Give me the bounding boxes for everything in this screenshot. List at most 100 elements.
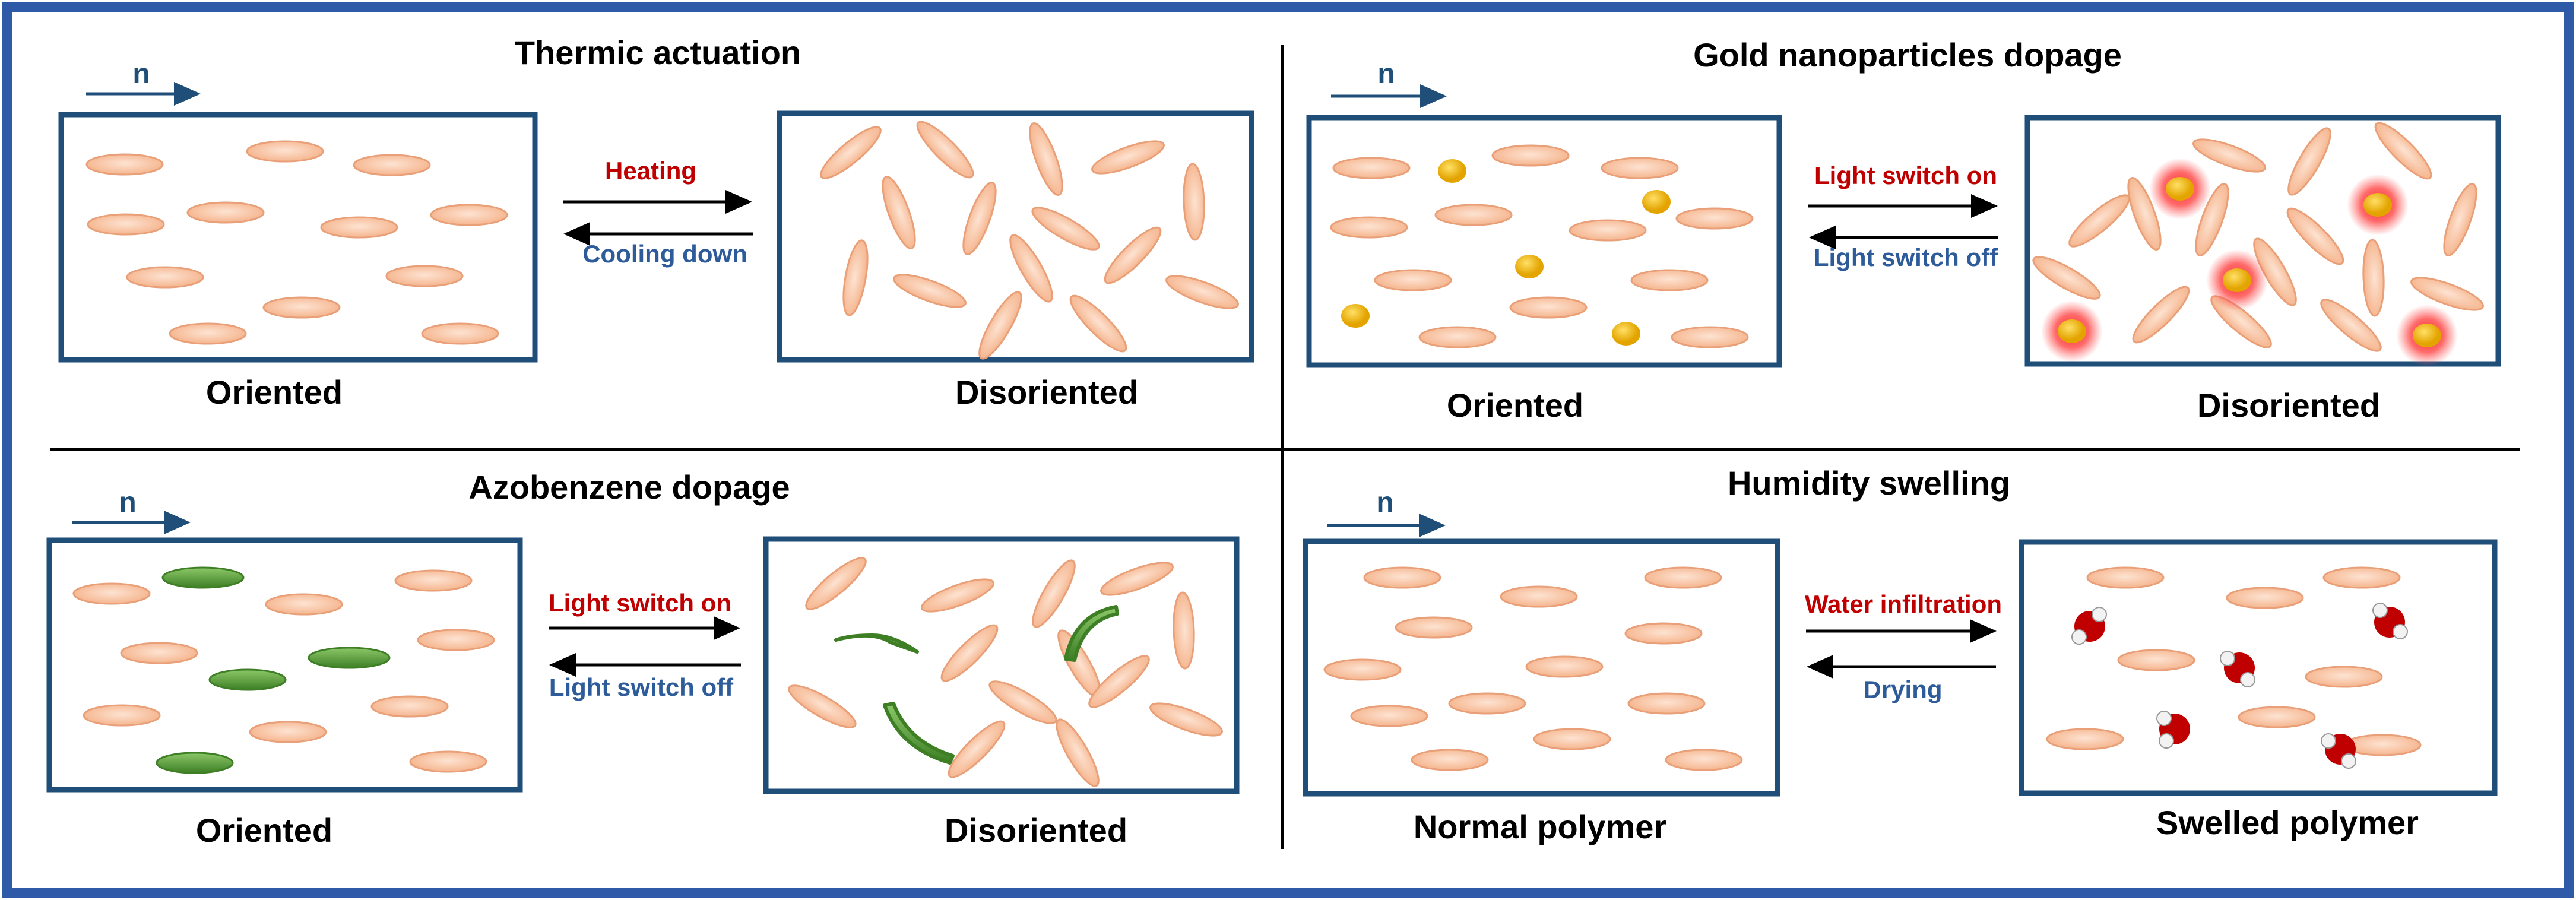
azobenzene-cis-molecules bbox=[834, 605, 1119, 765]
director-label: n bbox=[1376, 487, 1393, 518]
mesogen-molecule bbox=[788, 684, 857, 728]
director-label: n bbox=[132, 58, 150, 90]
mesogen-molecule bbox=[1630, 269, 1709, 291]
mesogen-molecule bbox=[1627, 692, 1706, 715]
normal-polymer-molecules bbox=[1323, 566, 1743, 771]
mesogen-molecule bbox=[430, 204, 508, 226]
mesogen-molecule bbox=[1056, 718, 1100, 787]
gold-particle bbox=[2413, 324, 2441, 347]
mesogen-molecule bbox=[2343, 734, 2422, 756]
mesogen-molecule bbox=[820, 126, 882, 179]
swelled-polymer-molecules bbox=[2046, 566, 2422, 756]
mesogen-molecule bbox=[1069, 294, 1127, 353]
panel-title: Humidity swelling bbox=[1728, 464, 2010, 502]
mesogen-molecule bbox=[1350, 705, 1428, 727]
mesogen-molecule bbox=[1411, 749, 1489, 771]
mesogen-molecule bbox=[1395, 616, 1473, 639]
light-switch-off-label: Light switch off bbox=[1814, 243, 1998, 271]
mesogen-molecule bbox=[940, 624, 999, 682]
gold-particle bbox=[2363, 193, 2392, 217]
cooling-down-label: Cooling down bbox=[582, 240, 747, 268]
mesogen-molecule bbox=[2032, 256, 2101, 300]
mesogen-molecule bbox=[1601, 157, 1679, 179]
oriented-molecules bbox=[85, 140, 508, 345]
azobenzene-trans bbox=[156, 752, 234, 774]
azobenzene-cis bbox=[834, 633, 919, 654]
mesogen-molecule bbox=[1363, 566, 1441, 589]
mesogen-molecule bbox=[2117, 649, 2195, 671]
mesogen-molecule bbox=[1533, 728, 1611, 750]
mesogen-molecule bbox=[1088, 655, 1150, 708]
mesogen-molecule bbox=[394, 569, 473, 592]
panel-thermic-actuation: Thermic actuation n Heating Cooling down… bbox=[58, 34, 1254, 411]
mesogen-molecule bbox=[1009, 234, 1053, 303]
water-molecule-icon bbox=[2220, 651, 2255, 687]
mesogen-molecule bbox=[1644, 566, 1722, 589]
mesogen-molecule bbox=[1569, 219, 1647, 242]
mesogen-molecule bbox=[1374, 269, 1452, 291]
swelled-polymer-caption: Swelled polymer bbox=[2156, 804, 2419, 841]
azobenzene-trans bbox=[208, 668, 287, 691]
mesogen-molecule bbox=[1149, 702, 1223, 737]
mesogen-molecule bbox=[916, 121, 974, 179]
mesogen-molecule bbox=[1029, 122, 1063, 196]
mesogen-molecule bbox=[1665, 749, 1743, 771]
mesogen-molecule bbox=[893, 274, 967, 308]
water-molecule-icon bbox=[2372, 603, 2408, 639]
mesogen-molecule bbox=[805, 557, 867, 610]
disoriented-caption: Disoriented bbox=[955, 373, 1138, 411]
mesogen-molecule bbox=[948, 720, 1006, 778]
mesogen-molecule bbox=[85, 153, 164, 176]
mesogen-molecule bbox=[320, 216, 398, 239]
mesogen-molecule bbox=[1091, 140, 1165, 175]
azobenzene-cis bbox=[883, 702, 955, 765]
panel-humidity-swelling: Humidity swelling n Water infiltration D… bbox=[1303, 464, 2498, 845]
gold-particle bbox=[2166, 177, 2194, 201]
mesogen-molecule bbox=[2195, 183, 2229, 256]
mesogen-molecule bbox=[1675, 207, 1754, 230]
mesogen-molecule bbox=[1165, 275, 1239, 309]
mesogen-molecule bbox=[72, 582, 151, 605]
panel-title: Thermic actuation bbox=[515, 34, 801, 71]
panel-title: Gold nanoparticles dopage bbox=[1693, 36, 2122, 74]
mesogen-molecule bbox=[2322, 566, 2401, 589]
disoriented-molecules bbox=[2032, 122, 2484, 352]
mesogen-molecule bbox=[2286, 207, 2344, 265]
mesogen-molecule bbox=[1624, 622, 1703, 645]
water-molecule-icon bbox=[2321, 733, 2356, 769]
disoriented-caption: Disoriented bbox=[2197, 386, 2380, 424]
oriented-caption: Oriented bbox=[196, 812, 332, 849]
mesogen-molecule bbox=[962, 182, 997, 255]
oriented-caption: Oriented bbox=[206, 373, 343, 411]
gold-particle bbox=[1438, 159, 1466, 183]
mesogen-molecule bbox=[249, 721, 327, 743]
oriented-caption: Oriented bbox=[1447, 386, 1583, 424]
oriented-molecules bbox=[72, 569, 495, 773]
mesogen-molecule bbox=[265, 593, 343, 616]
gold-particle bbox=[1642, 190, 1671, 214]
mesogen-molecule bbox=[2305, 666, 2383, 688]
mesogen-molecule bbox=[1418, 326, 1497, 348]
gold-particle bbox=[2058, 319, 2086, 343]
mesogen-molecule bbox=[1100, 562, 1174, 596]
azobenzene-trans bbox=[308, 647, 391, 669]
mesogen-molecule bbox=[1173, 591, 1195, 670]
mesogen-molecule bbox=[1500, 585, 1578, 608]
disoriented-caption: Disoriented bbox=[945, 812, 1127, 849]
mesogen-molecule bbox=[2226, 587, 2304, 609]
mesogen-molecule bbox=[1330, 216, 1408, 239]
mesogen-molecule bbox=[409, 750, 487, 773]
drying-label: Drying bbox=[1863, 676, 1942, 703]
mesogen-molecule bbox=[1323, 658, 1402, 681]
director-label: n bbox=[119, 487, 136, 518]
mesogen-molecule bbox=[2410, 277, 2484, 311]
water-molecule-icon bbox=[2156, 711, 2190, 749]
gold-particle bbox=[1612, 322, 1640, 346]
gold-particle bbox=[1341, 304, 1370, 328]
water-molecule-icon bbox=[2071, 607, 2107, 645]
mesogen-molecule bbox=[126, 266, 204, 289]
mesogen-molecule bbox=[262, 296, 341, 319]
mesogen-molecule bbox=[2086, 566, 2165, 589]
azobenzene-cis bbox=[1064, 605, 1119, 662]
mesogen-molecule bbox=[2046, 728, 2124, 750]
